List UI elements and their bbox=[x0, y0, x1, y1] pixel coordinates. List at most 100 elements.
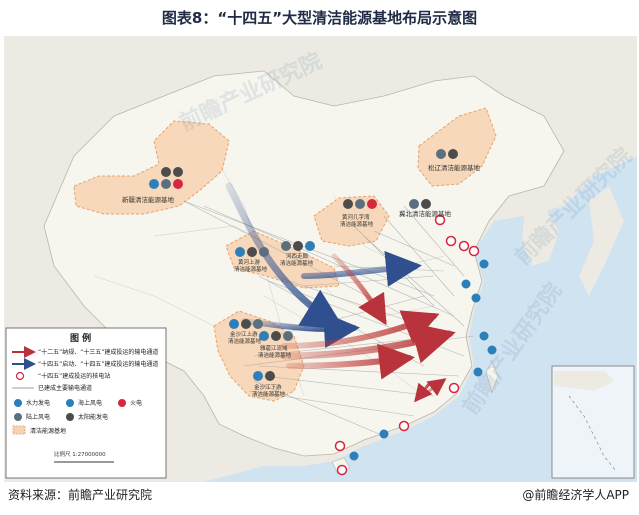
legend-item-red: “十二五”纳规、“十三五”建成投运的输电通道 bbox=[38, 348, 158, 356]
japan bbox=[579, 186, 624, 296]
map-canvas: 新疆清洁能源基地 松辽清洁能源基地 冀北清洁能源基地 黄河几字湾 清洁能源基地 … bbox=[4, 36, 637, 482]
legend-item-existing: 已建成主要输电通道 bbox=[38, 384, 92, 392]
wind-icon bbox=[283, 331, 293, 341]
nuclear-icon bbox=[458, 240, 470, 252]
wind-icon bbox=[259, 247, 269, 257]
south-sea-inset bbox=[551, 365, 635, 479]
base-label-yalong-l2: 清洁能源基地 bbox=[258, 351, 292, 359]
offshore-wind-icon bbox=[479, 331, 489, 341]
offshore-wind-icon bbox=[479, 259, 489, 269]
base-icons bbox=[149, 149, 458, 381]
base-label-jinsha-upper-l2: 清洁能源基地 bbox=[228, 337, 262, 345]
base-label-jibei: 冀北清洁能源基地 bbox=[399, 209, 452, 218]
offshore-wind-icon bbox=[379, 429, 389, 439]
inset-coast bbox=[554, 371, 614, 391]
base-label-hexi-l2: 清洁能源基地 bbox=[280, 259, 314, 267]
hydro-icon bbox=[259, 331, 269, 341]
thermal-icon bbox=[173, 179, 183, 189]
nuclear-icon bbox=[336, 464, 348, 476]
legend-hydro-icon bbox=[14, 399, 22, 407]
legend-item-nuclear: “十四五”建成投运的核电站 bbox=[38, 372, 110, 380]
wind-icon bbox=[355, 199, 365, 209]
thermal-icon bbox=[367, 199, 377, 209]
legend-sym-zone: 清洁能源基地 bbox=[30, 427, 66, 435]
offshore-wind-icon bbox=[349, 451, 359, 461]
korea bbox=[522, 206, 559, 266]
red-arrows bbox=[280, 253, 456, 403]
wind-icon bbox=[409, 199, 419, 209]
nuclear-icon bbox=[434, 214, 446, 226]
legend-wind-icon bbox=[14, 413, 22, 421]
base-label-jiziwan-l1: 黄河几字湾 bbox=[342, 213, 370, 221]
legend-solar-icon bbox=[66, 413, 74, 421]
legend-sym-offshore: 海上风电 bbox=[78, 399, 102, 407]
nuclear-icon bbox=[448, 382, 460, 394]
base-label-huanghe-l1: 黄河上游 bbox=[238, 258, 261, 266]
offshore-wind-icon bbox=[473, 367, 483, 377]
solar-icon bbox=[247, 247, 257, 257]
legend-zone-swatch bbox=[12, 425, 26, 435]
hydro-icon bbox=[305, 241, 315, 251]
base-label-jinsha-lower: 金沙江下游 清洁能源基地 bbox=[252, 383, 286, 398]
hydro-icon bbox=[235, 247, 245, 257]
legend-offshore-wind-icon bbox=[66, 399, 74, 407]
legend-sym-thermal: 火电 bbox=[130, 399, 142, 407]
legend-sym-solar: 太阳能发电 bbox=[78, 413, 108, 421]
red-arrow-1 bbox=[281, 310, 440, 349]
base-label-jiziwan-l2: 清洁能源基地 bbox=[340, 220, 374, 228]
base-label-xinjiang: 新疆清洁能源基地 bbox=[122, 195, 175, 204]
red-arrow-fujian-back bbox=[414, 382, 433, 403]
wind-icon bbox=[436, 149, 446, 159]
legend: 图 例 “十二五”纳规、“十三五”建成投运的输电通道 “十四五”启动、“十四五”… bbox=[5, 327, 167, 479]
solar-icon bbox=[343, 199, 353, 209]
legend-item-blue: “十四五”启动、“十四五”建成投运的输电通道 bbox=[38, 360, 158, 368]
source-note: 资料来源：前瞻产业研究院 bbox=[8, 488, 153, 502]
wind-icon bbox=[281, 241, 291, 251]
base-label-jinsha-upper-l1: 金沙江上游 bbox=[230, 330, 258, 338]
base-label-songliao: 松辽清洁能源基地 bbox=[428, 163, 481, 172]
taiwan bbox=[485, 361, 499, 393]
red-arrow-2 bbox=[280, 322, 456, 364]
solar-icon bbox=[173, 167, 183, 177]
nuclear-icon bbox=[334, 440, 346, 452]
offshore-wind-icon bbox=[461, 279, 471, 289]
solar-icon bbox=[161, 167, 171, 177]
zone-xinjiang bbox=[73, 120, 230, 215]
legend-scale: 比例尺 1:27000000 bbox=[54, 450, 106, 458]
base-label-jiziwan: 黄河几字湾 清洁能源基地 bbox=[340, 213, 374, 228]
legend-nuclear-icon bbox=[15, 371, 25, 381]
legend-title: 图 例 bbox=[70, 332, 91, 344]
solar-icon bbox=[421, 199, 431, 209]
blue-arrow-xinjiang bbox=[225, 182, 345, 330]
base-label-huanghe: 黄河上游 清洁能源基地 bbox=[234, 258, 268, 273]
coastal-markers bbox=[334, 214, 497, 476]
base-labels: 新疆清洁能源基地 松辽清洁能源基地 冀北清洁能源基地 黄河几字湾 清洁能源基地 … bbox=[122, 163, 481, 398]
hydro-icon bbox=[149, 179, 159, 189]
red-arrow-3 bbox=[286, 343, 415, 380]
legend-sym-hydro: 水力发电 bbox=[26, 399, 50, 407]
nuclear-icon bbox=[445, 235, 457, 247]
solar-icon bbox=[271, 331, 281, 341]
base-label-yalong: 雅砻江流域 清洁能源基地 bbox=[258, 344, 292, 359]
base-label-jinsha-upper: 金沙江上游 清洁能源基地 bbox=[228, 330, 262, 345]
solar-icon bbox=[448, 149, 458, 159]
base-label-huanghe-l2: 清洁能源基地 bbox=[234, 265, 268, 273]
base-label-yalong-l1: 雅砻江流域 bbox=[260, 344, 288, 352]
zone-jinsha bbox=[213, 310, 305, 402]
solar-icon bbox=[265, 371, 275, 381]
offshore-wind-icon bbox=[471, 293, 481, 303]
base-label-jinsha-lower-l1: 金沙江下游 bbox=[254, 383, 282, 391]
zone-songliao bbox=[417, 107, 497, 187]
solar-icon bbox=[241, 319, 251, 329]
base-label-jinsha-lower-l2: 清洁能源基地 bbox=[252, 390, 286, 398]
wind-icon bbox=[253, 319, 263, 329]
wind-icon bbox=[161, 179, 171, 189]
base-label-hexi: 河西走廊 清洁能源基地 bbox=[280, 252, 314, 267]
legend-thermal-icon bbox=[118, 399, 126, 407]
page-title: 图表8：“十四五”大型清洁能源基地布局示意图 bbox=[161, 9, 478, 27]
solar-icon bbox=[293, 241, 303, 251]
nuclear-icon bbox=[468, 245, 480, 257]
base-label-hexi-l1: 河西走廊 bbox=[286, 252, 309, 260]
hydro-icon bbox=[229, 319, 239, 329]
brand-credit: @前瞻经济学人APP bbox=[522, 488, 629, 502]
